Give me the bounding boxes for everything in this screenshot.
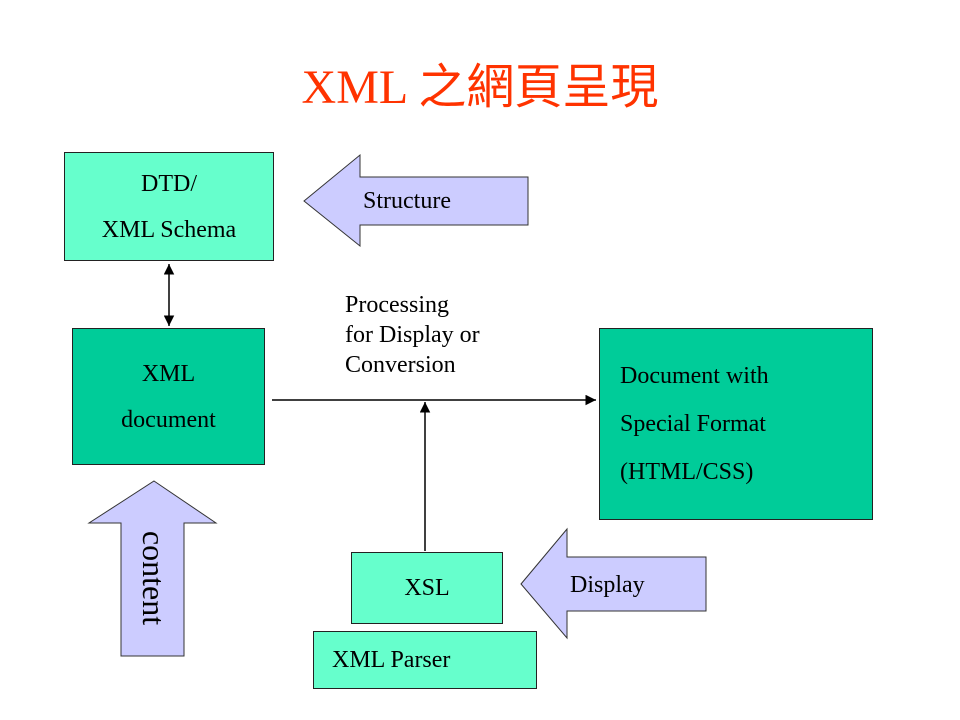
- xml-label: XML: [141, 360, 196, 387]
- processing-line-1: Processing: [345, 292, 449, 318]
- output-document-box: Document with Special Format (HTML/CSS): [599, 328, 873, 520]
- output-line-1: Document with: [620, 363, 769, 389]
- xml-document-box: XML document: [72, 328, 265, 465]
- structure-arrow-label: Structure: [363, 188, 451, 214]
- parser-label: XML Parser: [332, 647, 451, 673]
- schema-label: XML Schema: [101, 216, 237, 243]
- xsl-box: XSL: [351, 552, 503, 624]
- processing-line-2: for Display or: [345, 322, 480, 348]
- slide-title: XML 之網頁呈現: [301, 61, 659, 114]
- display-block-arrow: [520, 527, 707, 640]
- processing-line-3: Conversion: [345, 352, 456, 378]
- output-line-2: Special Format: [620, 411, 766, 437]
- xsl-label: XSL: [404, 575, 450, 601]
- xml-parser-box: XML Parser: [313, 631, 537, 689]
- display-arrow-label: Display: [570, 572, 645, 598]
- content-arrow-label: content: [136, 530, 172, 626]
- output-line-3: (HTML/CSS): [620, 459, 754, 485]
- content-block-arrow: [87, 480, 218, 657]
- processing-label: Processing for Display or Conversion: [345, 290, 480, 380]
- document-label: document: [121, 406, 216, 433]
- structure-block-arrow: [303, 153, 529, 248]
- dtd-schema-box: DTD/ XML Schema: [64, 152, 274, 261]
- dtd-label: DTD/: [141, 170, 197, 197]
